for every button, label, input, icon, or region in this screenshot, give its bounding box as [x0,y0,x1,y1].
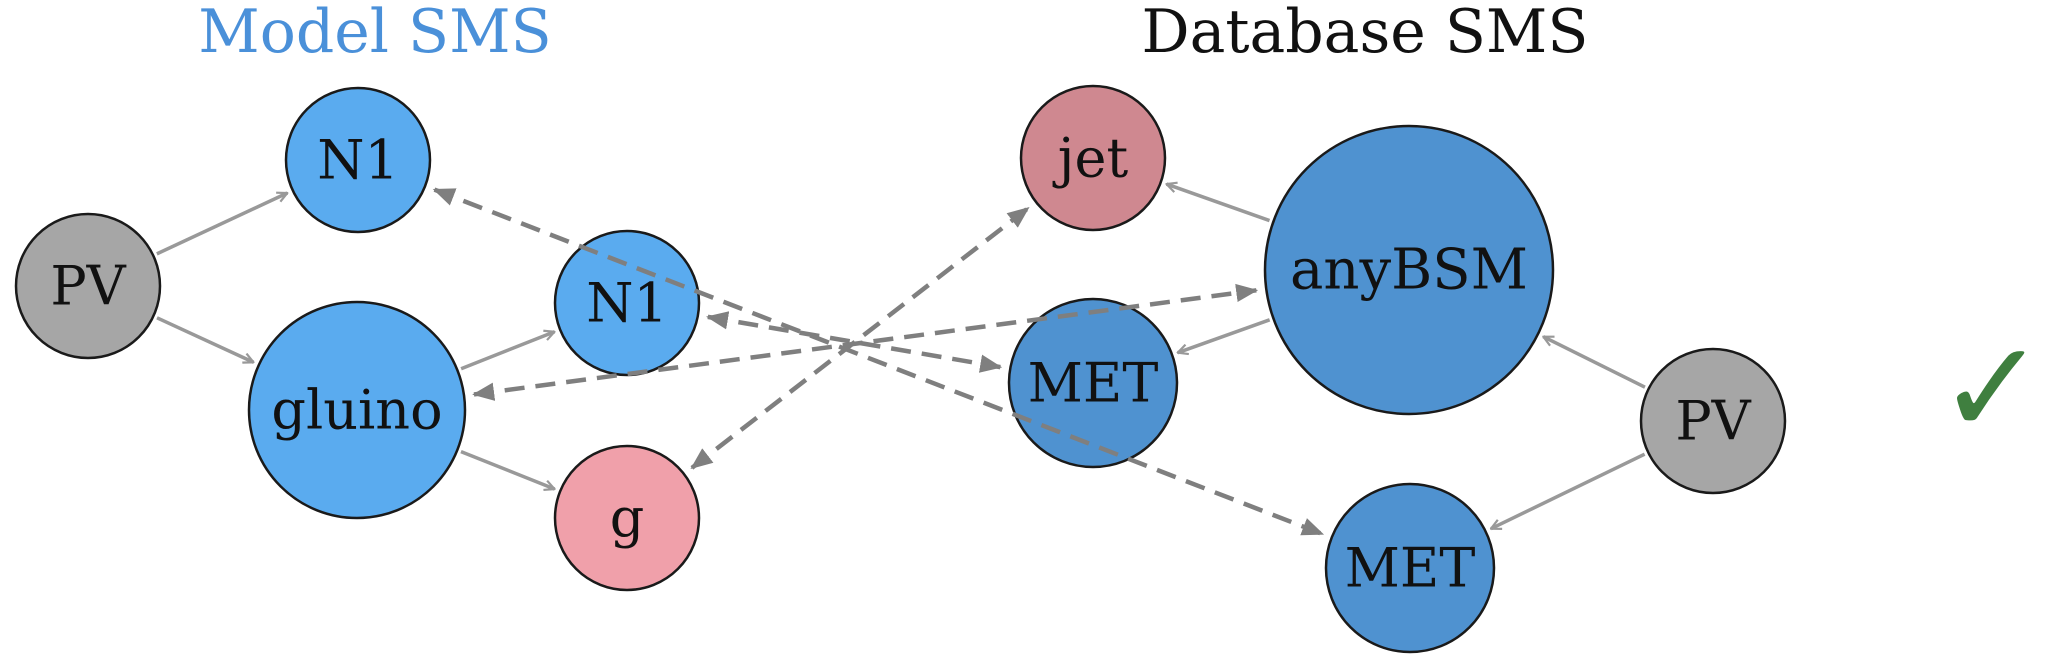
node-label: N1 [317,129,399,192]
node-label: jet [1052,127,1129,190]
node-m_g: g [553,444,701,592]
node-d_pv: PV [1639,347,1787,495]
node-label: g [610,487,645,550]
node-circle [1324,482,1496,654]
node-label: MET [1345,537,1476,600]
node-label: MET [1028,352,1159,415]
match-edge-m_n1a-d_met2 [432,187,1325,537]
node-label: PV [1675,390,1751,453]
node-label: N1 [586,272,668,335]
decay-edge-d_pv-d_anybsm [1543,335,1646,389]
node-d_met2: MET [1324,482,1496,654]
model-sms-title: Model SMS [198,0,551,67]
node-circle [284,86,432,234]
node-label: anyBSM [1290,238,1528,303]
decay-edge-m_pv-m_gluino [156,316,253,364]
node-circle [14,212,162,360]
match-edge-m_g-d_jet [690,206,1030,470]
decay-edge-d_pv-d_met2 [1491,452,1646,531]
decay-edge-m_gluino-m_g [460,449,555,489]
node-circle [1639,347,1787,495]
match-edges [432,187,1325,537]
node-label: PV [50,255,126,318]
decay-edge-d_anybsm-d_jet [1167,184,1271,223]
node-m_pv: PV [14,212,162,360]
node-m_gluino: gluino [247,300,467,520]
node-d_anybsm: anyBSM [1263,124,1555,416]
decay-edge-m_gluino-m_n1b [460,332,554,371]
node-d_met1: MET [1007,297,1179,469]
database-sms-title: Database SMS [1142,0,1589,67]
checkmark-icon: ✓ [1938,312,2047,464]
node-m_n1b: N1 [553,229,701,377]
decay-edge-d_anybsm-d_met1 [1178,318,1271,353]
node-label: gluino [271,379,442,442]
node-m_n1a: N1 [284,86,432,234]
node-d_jet: jet [1019,84,1167,232]
decay-edge-m_pv-m_n1a [156,191,287,256]
